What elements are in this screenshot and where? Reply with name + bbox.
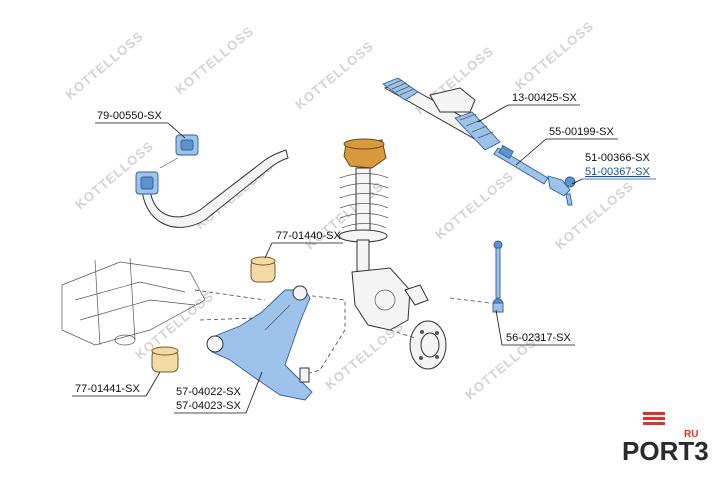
part-number-control-arm-left[interactable]: 57-04022-SX [176,386,241,398]
watermark-12: KOTTELLOSS [322,318,406,392]
label-tie-rod-end-boot[interactable]: 13-00425-SX [477,92,580,123]
label-stabilizer-bushing[interactable]: 79-00550-SX [95,110,186,139]
part-number-tie-rod-end-right[interactable]: 51-00367-SX [585,166,650,178]
watermark-3: KOTTELLOSS [292,38,376,112]
watermark-5: KOTTELLOSS [512,18,596,92]
part-number-tie-rod-end-boot[interactable]: 13-00425-SX [512,92,577,104]
part-number-stabilizer-bushing[interactable]: 79-00550-SX [97,110,162,122]
logo-brand: PORT3 [622,436,709,466]
part-number-tie-rod-end-left[interactable]: 51-00366-SX [585,152,650,164]
wheel-hub [409,320,447,370]
part-number-tie-rod[interactable]: 55-00199-SX [549,126,614,138]
label-control-arm[interactable]: 57-04022-SX 57-04023-SX [174,371,263,414]
label-control-arm-bushing-lower[interactable]: 77-01441-SX [72,371,161,397]
part-number-control-arm-right[interactable]: 57-04023-SX [176,400,241,412]
part-number-control-arm-bushing-lower[interactable]: 77-01441-SX [75,383,140,395]
label-tie-rod[interactable]: 55-00199-SX [515,126,618,166]
part-number-stabilizer-link[interactable]: 56-02317-SX [506,332,571,344]
label-tie-rod-end[interactable]: 51-00366-SX 51-00367-SX [571,152,656,185]
stabilizer-bar [141,149,289,228]
steering-knuckle [351,267,429,331]
steering-rack [382,77,501,151]
strut-assembly [338,138,389,273]
control-arm [206,285,313,401]
stabilizer-link [492,240,504,313]
watermark-9: KOTTELLOSS [432,168,516,242]
tie-rod-end [547,175,576,206]
tie-rod [493,144,549,185]
subframe [61,257,266,346]
control-arm-bushing-upper [250,256,276,283]
logo-suffix: RU [684,429,698,440]
watermark-2: KOTTELLOSS [172,23,256,97]
control-arm-bushing-lower [151,346,179,373]
label-control-arm-bushing-upper[interactable]: 77-01440-SX [264,230,343,259]
assembly-lines [302,294,491,376]
port3-logo: RU PORT3 [622,412,709,466]
part-number-control-arm-bushing-upper[interactable]: 77-01440-SX [276,230,341,242]
label-stabilizer-link[interactable]: 56-02317-SX [495,309,575,346]
watermark-1: KOTTELLOSS [62,28,146,102]
stabilizer-bushing [135,134,199,195]
